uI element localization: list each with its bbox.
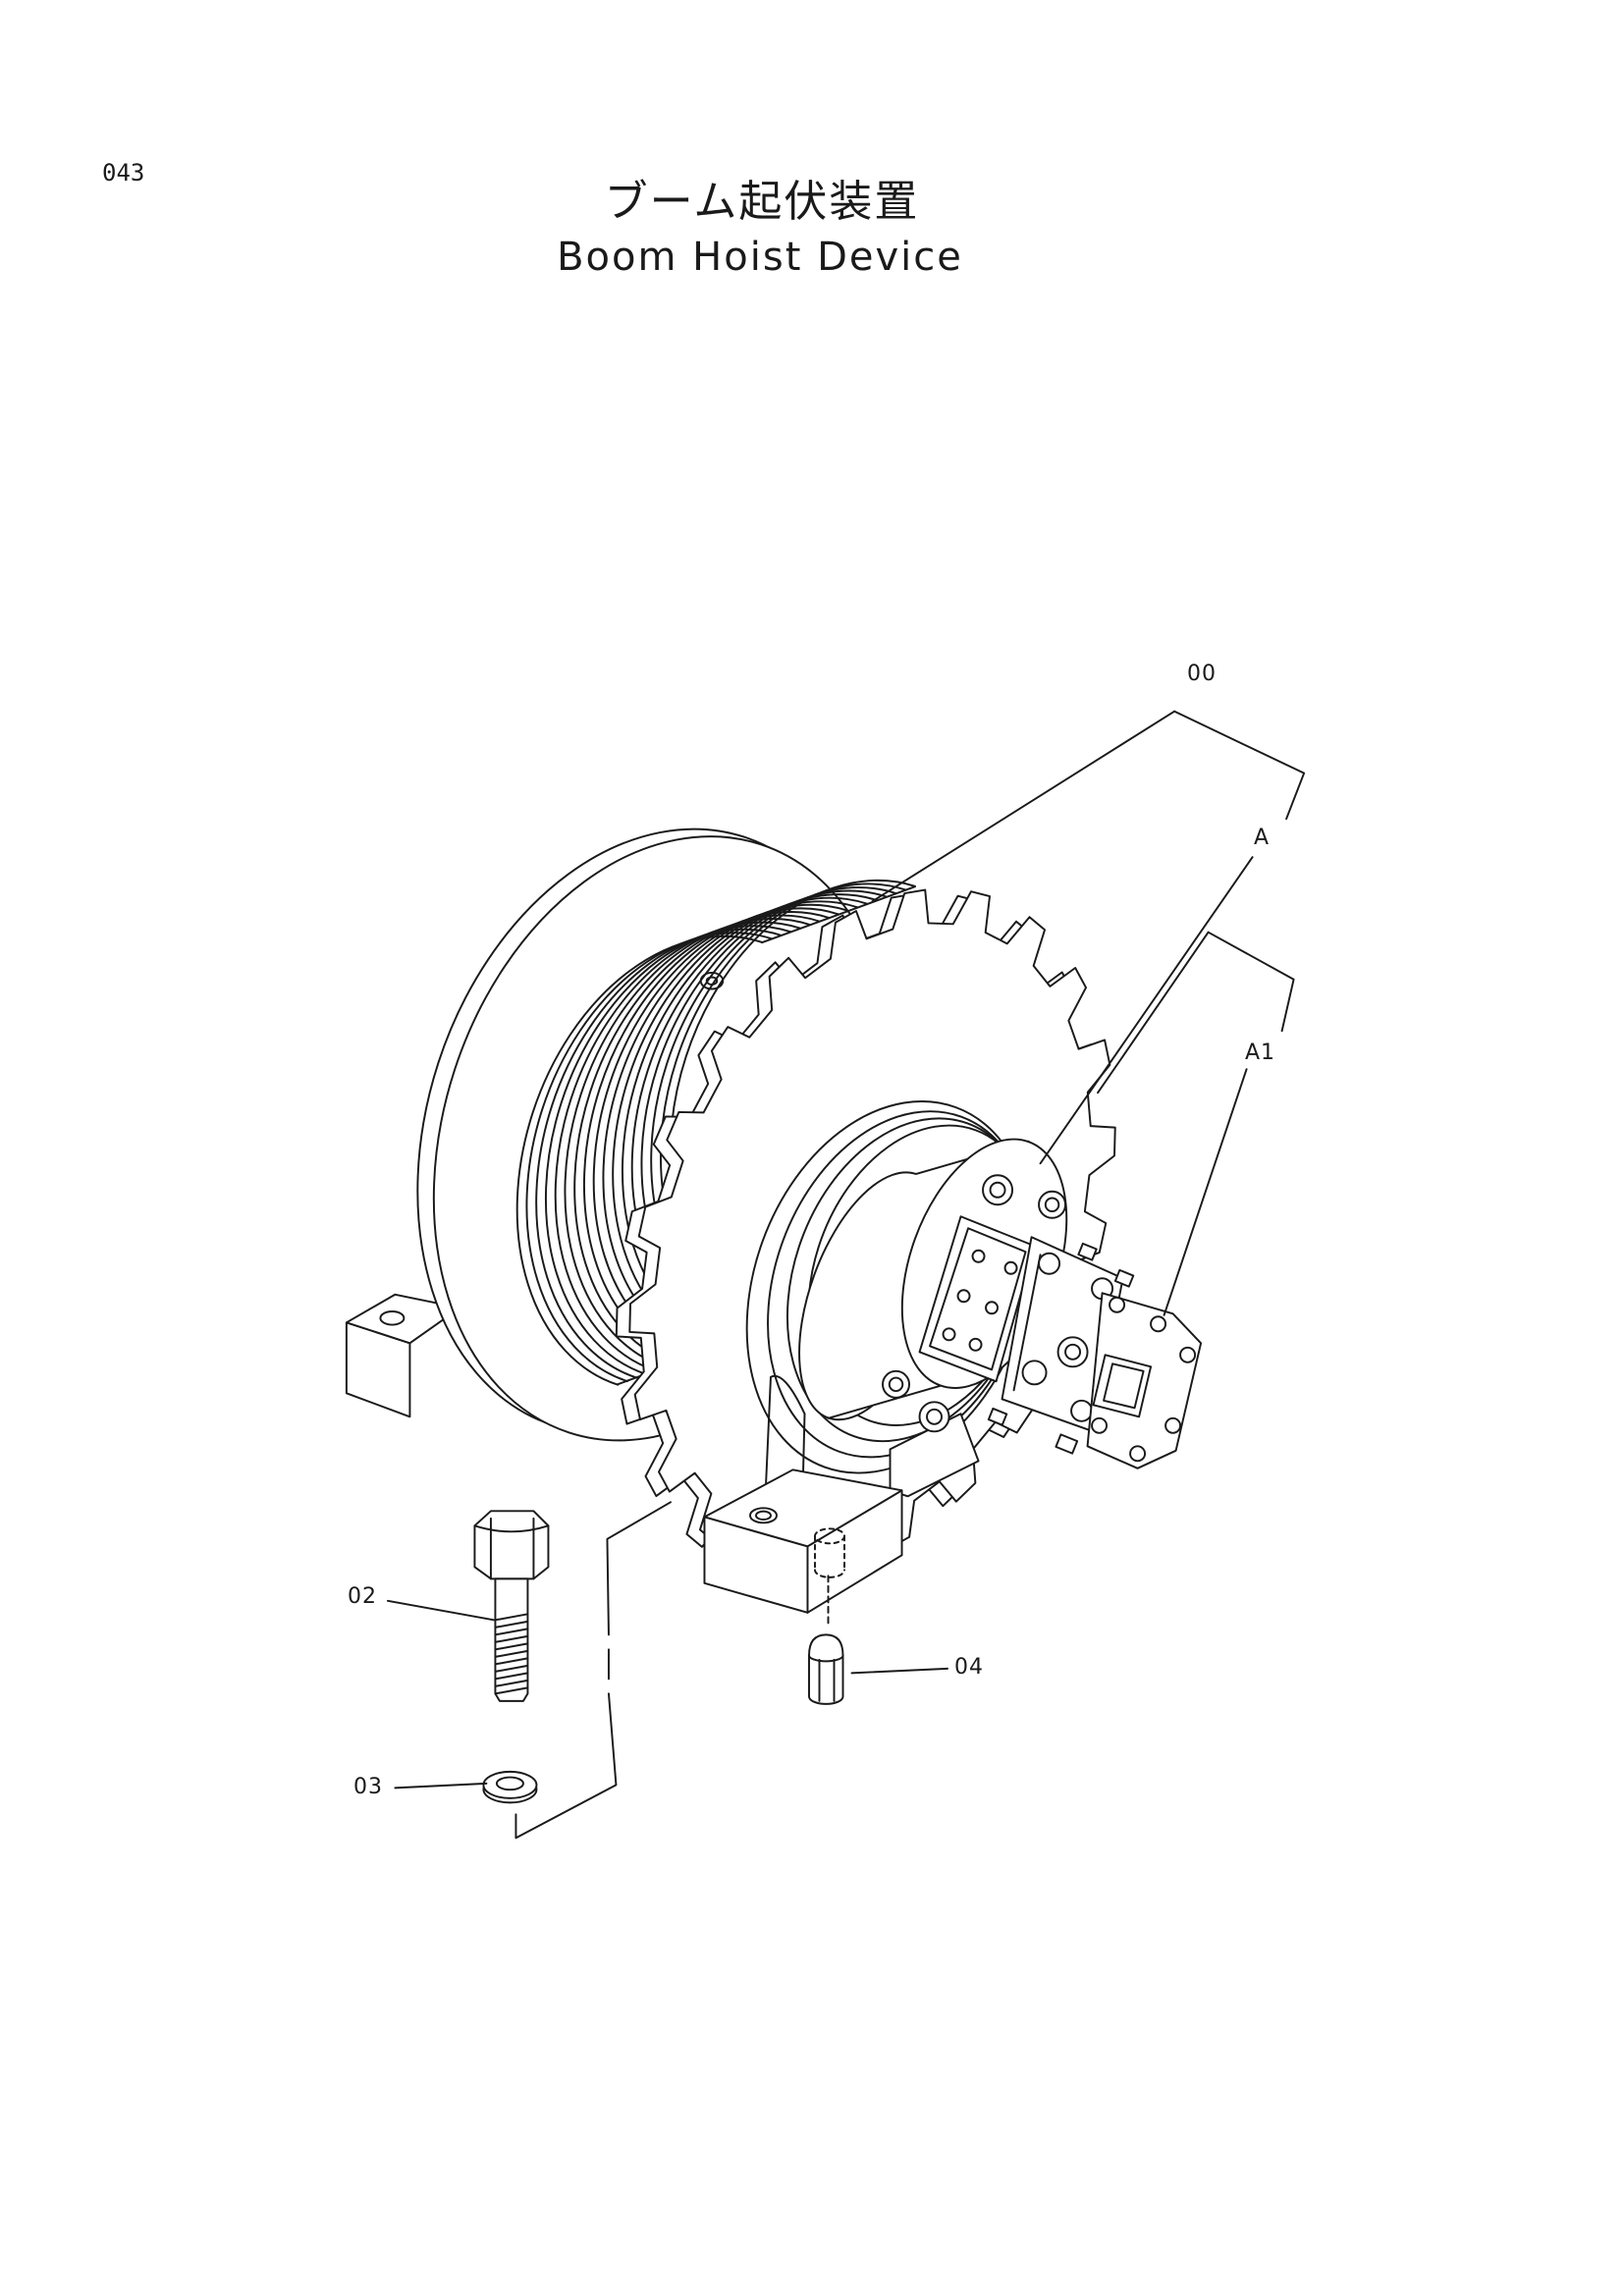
drum-oil-hole [699, 971, 725, 990]
callout-a1: A1 [1245, 1041, 1276, 1065]
washer-03 [482, 1770, 538, 1804]
bolt-thread-line [494, 1686, 529, 1695]
leader-03 [394, 1782, 488, 1789]
title-english: Boom Hoist Device [557, 235, 963, 280]
block-pin-hole [814, 1527, 845, 1578]
callout-a: A [1254, 826, 1271, 850]
title-japanese: ブーム起伏装置 [604, 177, 920, 227]
leader-a-to-motor [1039, 856, 1254, 1165]
right-base-block [703, 1468, 903, 1614]
leader-00-to-drum [871, 710, 1176, 903]
motor-end-cover [987, 1268, 1203, 1469]
leader-00-to-a [1173, 710, 1306, 821]
callout-04: 04 [954, 1655, 984, 1680]
hydraulic-motor [798, 1138, 1203, 1469]
bolt-thread-line [494, 1679, 529, 1687]
bolt-thread-line [494, 1634, 529, 1643]
bolt-thread-line [494, 1649, 529, 1658]
callout-00: 00 [1187, 662, 1217, 686]
page-number: 043 [102, 159, 145, 187]
block-bolt-hole [749, 1507, 778, 1524]
bolt-02 [473, 1510, 550, 1702]
housing-bolt [882, 1174, 1067, 1433]
leader-04 [850, 1667, 949, 1675]
leader-lines [386, 710, 1306, 1840]
bolt-thread [494, 1613, 529, 1695]
drum-top-silhouette [761, 885, 916, 944]
assembly-line-bolt [514, 1692, 618, 1840]
bolt-thread-line [494, 1613, 529, 1622]
bolt-thread-line [494, 1664, 529, 1673]
cable-groove [515, 934, 763, 1386]
leader-02 [386, 1599, 495, 1622]
callout-02: 02 [348, 1584, 377, 1609]
bolt-thread-line [494, 1657, 529, 1666]
motor-support-plate [889, 1413, 980, 1498]
assembly-line-bolt-upper [606, 1501, 672, 1636]
callout-03: 03 [353, 1775, 383, 1799]
leader-a1-to-cover [1163, 1068, 1248, 1316]
bolt-thread-line [494, 1672, 529, 1681]
bolt-thread-line [494, 1628, 529, 1636]
bolt-thread-line [494, 1620, 529, 1629]
bolt-thread-line [494, 1642, 529, 1651]
valve-plate [918, 1215, 1036, 1383]
leader-a1-bracket [1207, 931, 1295, 1033]
pin-04 [808, 1633, 844, 1705]
leader-a1-to-gear [1097, 931, 1210, 1095]
